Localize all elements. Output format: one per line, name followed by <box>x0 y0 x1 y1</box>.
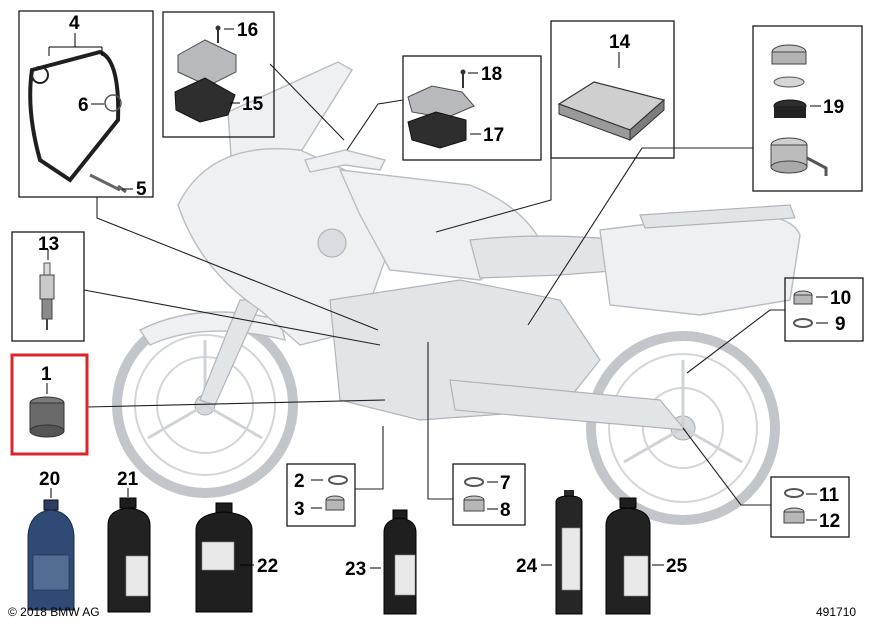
callout-17: 17 <box>483 125 504 146</box>
callout-8: 8 <box>500 500 511 521</box>
callout-14: 14 <box>609 32 631 53</box>
callout-box-13: 13 <box>11 231 85 342</box>
cover-16-part <box>177 39 237 87</box>
callout-box-19: 19 <box>752 25 863 192</box>
callout-11: 11 <box>819 485 840 506</box>
callout-15: 15 <box>242 94 264 115</box>
gasket-17-part <box>407 111 467 149</box>
callout-box-15-16: 16 15 <box>162 11 275 138</box>
callout-22: 22 <box>257 556 278 577</box>
motorcycle-illustration <box>112 61 801 525</box>
callout-13: 13 <box>38 234 59 255</box>
callout-3: 3 <box>294 499 305 520</box>
callout-16: 16 <box>237 20 258 41</box>
callout-23: 23 <box>345 559 366 580</box>
diagram-number: 491710 <box>816 605 856 619</box>
callout-7: 7 <box>500 473 511 494</box>
callout-12: 12 <box>819 511 840 532</box>
callout-2: 2 <box>294 471 305 492</box>
callout-box-4: 4 6 5 <box>18 10 154 200</box>
bottle-22: 22 <box>195 502 278 613</box>
callout-1: 1 <box>41 364 52 385</box>
callout-19: 19 <box>823 97 844 118</box>
callout-25: 25 <box>666 556 688 577</box>
callout-4: 4 <box>69 13 80 34</box>
callout-box-17-18: 18 17 <box>402 55 542 161</box>
callout-box-7-8: 7 8 <box>452 463 526 526</box>
cover-18-part <box>407 85 475 119</box>
bolt-5 <box>89 173 127 194</box>
leader-lines <box>83 63 785 506</box>
bottle-25: 25 <box>605 497 688 615</box>
callout-box-9-10: 10 9 <box>784 277 864 342</box>
callout-9: 9 <box>835 314 846 335</box>
callout-box-14: 14 <box>550 20 675 159</box>
bottle-21: 21 <box>107 469 151 613</box>
callout-21: 21 <box>117 469 139 490</box>
callout-5: 5 <box>136 179 147 200</box>
o-ring-6 <box>104 94 122 112</box>
callout-24: 24 <box>516 556 538 577</box>
callout-box-1-highlighted: 1 <box>10 353 89 456</box>
bottle-20: 20 <box>27 469 75 611</box>
callout-box-11-12: 11 12 <box>770 476 850 538</box>
callout-box-2-3: 2 3 <box>286 463 356 527</box>
gasket-15-part <box>174 77 236 123</box>
callout-10: 10 <box>830 288 851 309</box>
callout-18: 18 <box>481 64 502 85</box>
callout-6: 6 <box>78 95 89 116</box>
bottle-23: 23 <box>345 509 417 615</box>
copyright-text: © 2018 BMW AG <box>8 605 100 619</box>
callout-20: 20 <box>39 469 60 490</box>
spray-can-24: 24 <box>516 490 583 615</box>
